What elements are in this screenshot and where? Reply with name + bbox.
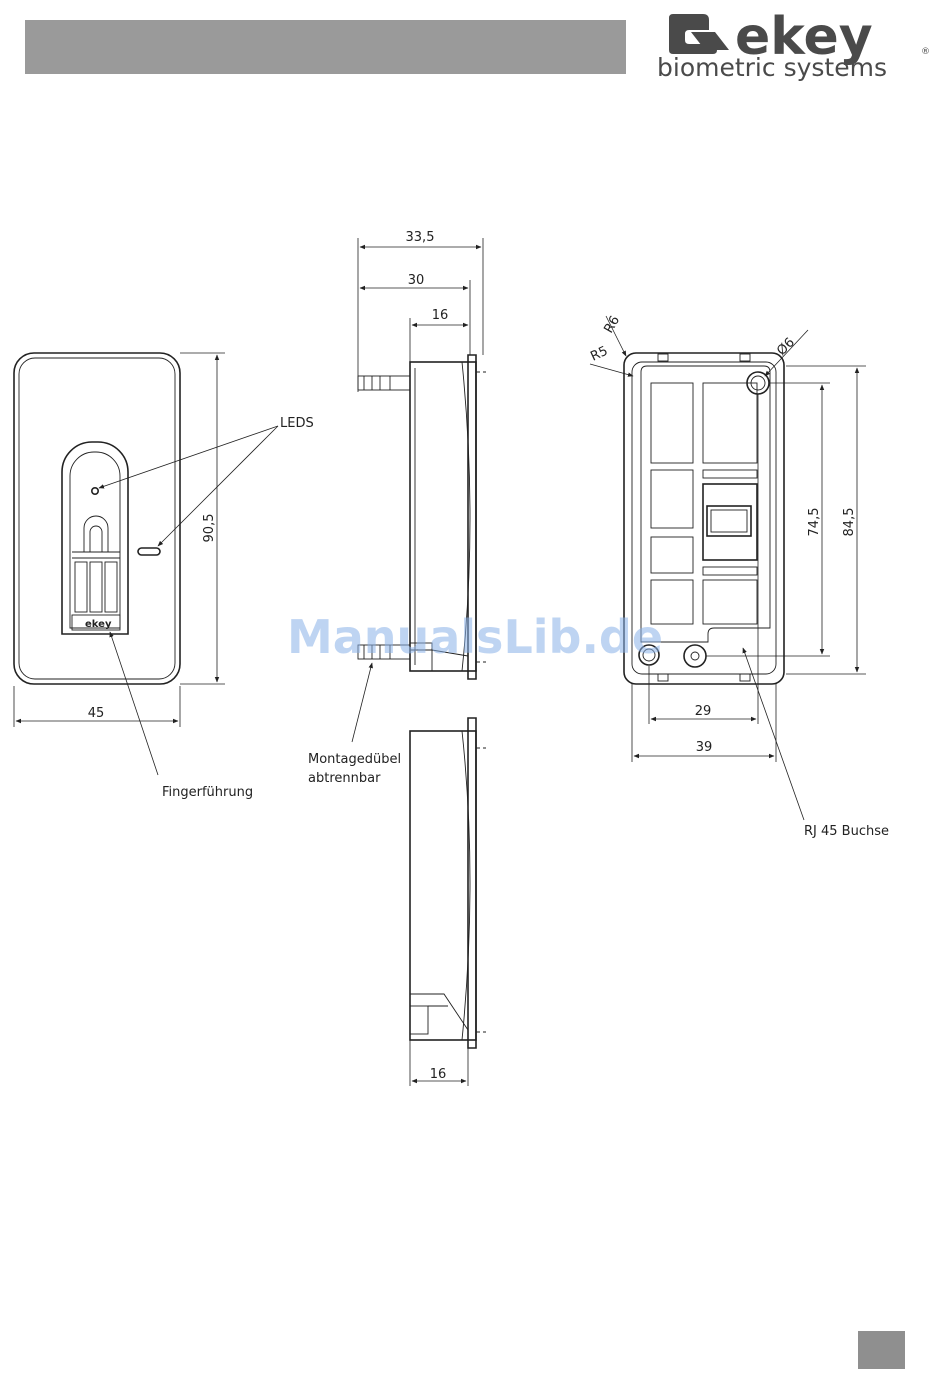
leds-label: LEDS [280, 416, 314, 431]
radius-r5: R5 [588, 344, 610, 365]
front-badge-text: ekey [85, 619, 112, 630]
watermark: ManualsLib.de [287, 610, 663, 664]
dim-inner-width: 29 [695, 704, 712, 719]
led-indicator [92, 488, 98, 494]
side-view-2: 16 [410, 718, 486, 1086]
side-led [138, 548, 160, 555]
side-view: 33,5 30 16 Montagedübel abtrennbar [308, 230, 486, 786]
front-view: ekey 90,5 45 LEDS Fingerführung [14, 353, 314, 800]
rj45-label: RJ 45 Buchse [804, 824, 889, 839]
dowel-label-line1: Montagedübel [308, 752, 401, 767]
back-view: R6 R5 Ø6 84,5 74,5 29 39 RJ 45 Buchse [588, 314, 889, 839]
dim-outer-height: 84,5 [842, 508, 857, 537]
dim-side2-depth: 16 [430, 1067, 447, 1082]
dim-front-height: 90,5 [202, 514, 217, 543]
dim-outer-width: 39 [696, 740, 713, 755]
dowel-label-line2: abtrennbar [308, 771, 381, 786]
dim-side-mid: 30 [408, 273, 425, 288]
dim-side-total: 33,5 [406, 230, 435, 245]
dim-side-depth: 16 [432, 308, 449, 323]
dim-inner-height: 74,5 [807, 508, 822, 537]
finger-guide-label: Fingerführung [162, 785, 253, 800]
page-number-block [858, 1331, 905, 1369]
finger-guide: ekey [62, 442, 128, 634]
dim-front-width: 45 [88, 706, 105, 721]
radius-r6: R6 [601, 314, 623, 336]
